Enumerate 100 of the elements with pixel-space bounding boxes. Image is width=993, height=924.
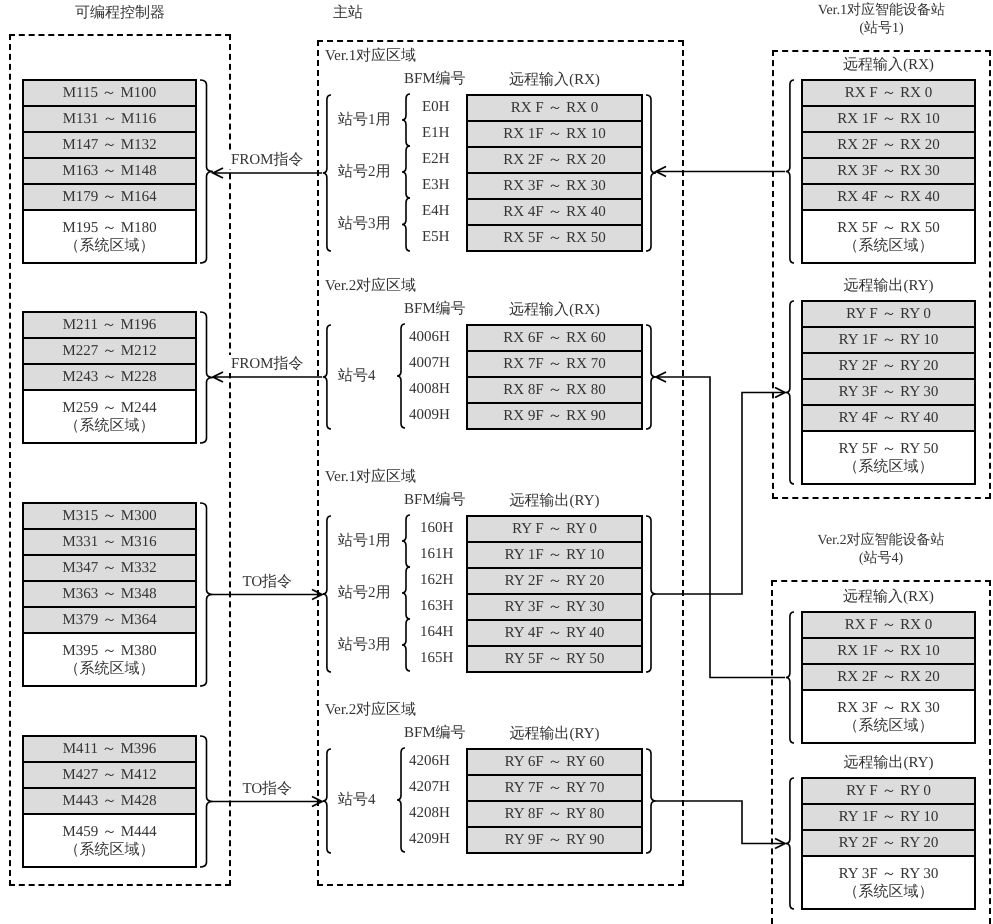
register-range: M443 ～ M428	[62, 792, 157, 810]
bfm-address: 4208H	[409, 804, 450, 822]
table-heading: 远程输出(RY)	[842, 276, 934, 296]
bfm-address: 165H	[420, 649, 454, 667]
area-note: （系统区域）	[64, 660, 154, 678]
register-range: RY 9F ～ RY 90	[504, 831, 604, 849]
register-cell	[22, 363, 197, 391]
register-cell	[466, 774, 643, 802]
register-cell	[801, 829, 976, 857]
bfm-address: E2H	[422, 150, 450, 168]
station-label: 站号3用	[338, 215, 390, 233]
register-range: RY 3F ～ RY 30	[838, 864, 938, 882]
register-range: M163 ～ M148	[62, 162, 157, 180]
area-note: （系统区域）	[844, 458, 934, 476]
register-range: M179 ～ M164	[62, 188, 157, 206]
register-range: M379 ～ M364	[62, 611, 157, 629]
table-heading: 远程输出(RY)	[842, 754, 934, 773]
bfm-address: E3H	[422, 176, 450, 194]
arrow	[213, 796, 323, 808]
register-cell	[801, 663, 976, 691]
register-cell	[801, 183, 976, 211]
arrow	[213, 588, 323, 600]
register-cell	[466, 800, 643, 828]
register-range: M243 ～ M228	[62, 368, 157, 386]
register-range: M147 ～ M132	[62, 136, 157, 154]
bfm-address: E5H	[422, 228, 450, 246]
table-heading: 远程输出(RY)	[508, 724, 600, 744]
bfm-address: E0H	[422, 98, 450, 116]
register-range: M227 ～ M212	[62, 342, 157, 360]
register-table	[322, 70, 656, 252]
register-cell	[801, 326, 976, 354]
register-range: RY 3F ～ RY 30	[504, 598, 604, 616]
register-range: RY 3F ～ RY 30	[838, 383, 938, 401]
register-cell	[466, 172, 643, 200]
register-range: RY 2F ～ RY 20	[838, 357, 938, 375]
register-range: RY 1F ～ RY 10	[504, 546, 604, 564]
edge-label: TO指令	[240, 780, 294, 798]
section-heading: Ver.1对应区域	[325, 47, 416, 65]
bfm-address: 161H	[420, 545, 454, 563]
register-cell	[22, 337, 197, 365]
register-range: M411 ～ M396	[62, 740, 156, 758]
register-table	[785, 276, 976, 485]
table-heading: 远程输入(RX)	[508, 70, 601, 90]
register-cell	[801, 105, 976, 133]
section-heading: Ver.2对应区域	[325, 277, 416, 295]
register-table	[785, 753, 976, 910]
column-heading: BFM编号	[404, 300, 466, 318]
register-range: RY 1F ～ RY 10	[838, 331, 938, 349]
bfm-address: 163H	[420, 597, 454, 615]
bfm-address: 4008H	[409, 380, 450, 398]
register-range: RY 1F ～ RY 10	[838, 808, 938, 826]
register-cell	[466, 224, 643, 252]
register-cell	[466, 645, 643, 673]
register-cell	[801, 637, 976, 665]
bfm-address: 162H	[420, 571, 454, 589]
register-range: M211 ～ M196	[62, 316, 156, 334]
register-cell	[22, 528, 197, 556]
register-range: RY 8F ～ RY 80	[504, 805, 604, 823]
register-cell	[466, 402, 643, 430]
bfm-address: 164H	[420, 623, 454, 641]
register-range: RY F ～ RY 0	[846, 305, 931, 323]
register-range: RX 8F ～ RX 80	[503, 381, 606, 399]
register-range: RY 4F ～ RY 40	[504, 624, 604, 642]
area-note: （系统区域）	[64, 236, 154, 254]
arrow	[212, 167, 322, 179]
panel-title: 主站	[333, 4, 364, 22]
register-range: RX 1F ～ RX 10	[503, 125, 606, 143]
area-note: （系统区域）	[844, 716, 934, 734]
bfm-address: 4009H	[409, 406, 450, 424]
area-note: （系统区域）	[64, 840, 154, 858]
register-range: RY 4F ～ RY 40	[838, 409, 938, 427]
register-cell	[22, 131, 197, 159]
column-heading: BFM编号	[404, 491, 466, 509]
register-cell	[22, 787, 197, 815]
column-heading: BFM编号	[404, 70, 466, 88]
arrow	[655, 371, 785, 678]
register-range: M395 ～ M380	[62, 642, 157, 660]
table-heading: 远程输入(RX)	[508, 300, 601, 320]
register-table	[785, 587, 976, 744]
register-range: RX 7F ～ RX 70	[503, 355, 606, 373]
register-cell	[22, 105, 197, 133]
station-label: 站号4	[338, 791, 376, 809]
register-cell	[22, 580, 197, 608]
arrow	[655, 166, 785, 178]
register-range: RX 5F ～ RX 50	[837, 218, 940, 236]
register-range: M331 ～ M316	[62, 533, 157, 551]
bfm-address: 4209H	[409, 830, 450, 848]
register-range: RX 2F ～ RX 20	[837, 136, 940, 154]
register-cell	[466, 376, 643, 404]
station-label: 站号1用	[338, 532, 390, 550]
bfm-address: 4006H	[409, 328, 450, 346]
register-range: RX 4F ～ RX 40	[503, 203, 606, 221]
register-range: RY 7F ～ RY 70	[504, 779, 604, 797]
station-label: 站号1用	[338, 111, 390, 129]
register-range: RY 2F ～ RY 20	[504, 572, 604, 590]
register-range: RX 3F ～ RX 30	[503, 177, 606, 195]
register-range: RX F ～ RX 0	[844, 616, 932, 634]
register-range: M259 ～ M244	[62, 398, 157, 416]
register-cell	[801, 404, 976, 432]
register-cell	[801, 157, 976, 185]
